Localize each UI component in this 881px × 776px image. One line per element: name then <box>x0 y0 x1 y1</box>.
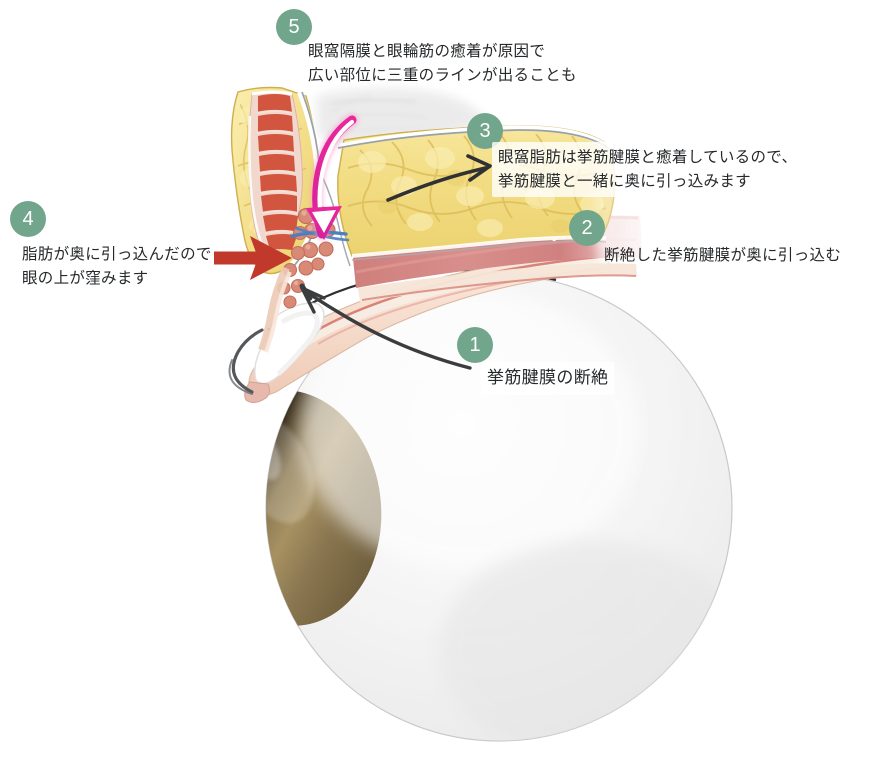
eyelash <box>231 328 264 394</box>
muscle-striations <box>258 94 298 250</box>
eyeball <box>265 269 733 742</box>
annotation-text-5: 眼窩隔膜と眼輪筋の癒着が原因で 広い部位に三重のラインが出ることも <box>308 42 577 85</box>
annotation-text-1: 挙筋腱膜の断絶 <box>481 362 615 395</box>
magenta-arrow-5 <box>306 113 359 241</box>
annotation-badge-5[interactable]: 5 <box>276 9 312 45</box>
annotation-text-3: 眼窩脂肪は挙筋腱膜と癒着しているので、 挙筋腱膜と一緒に奥に引っ込みます <box>492 142 804 197</box>
black-arrow-3 <box>386 154 492 202</box>
annotation-text-4: 脂肪が奥に引っ込んだので 眼の上が窪みます <box>22 245 212 288</box>
black-arrow-1 <box>299 283 472 370</box>
annotation-badge-2[interactable]: 2 <box>569 210 605 246</box>
annotation-badge-4[interactable]: 4 <box>10 201 46 237</box>
annotation-badge-1[interactable]: 1 <box>457 327 493 363</box>
annotation-text-2: 断絶した挙筋腱膜が奥に引っ込む <box>604 246 842 264</box>
red-arrow-4 <box>214 236 292 280</box>
